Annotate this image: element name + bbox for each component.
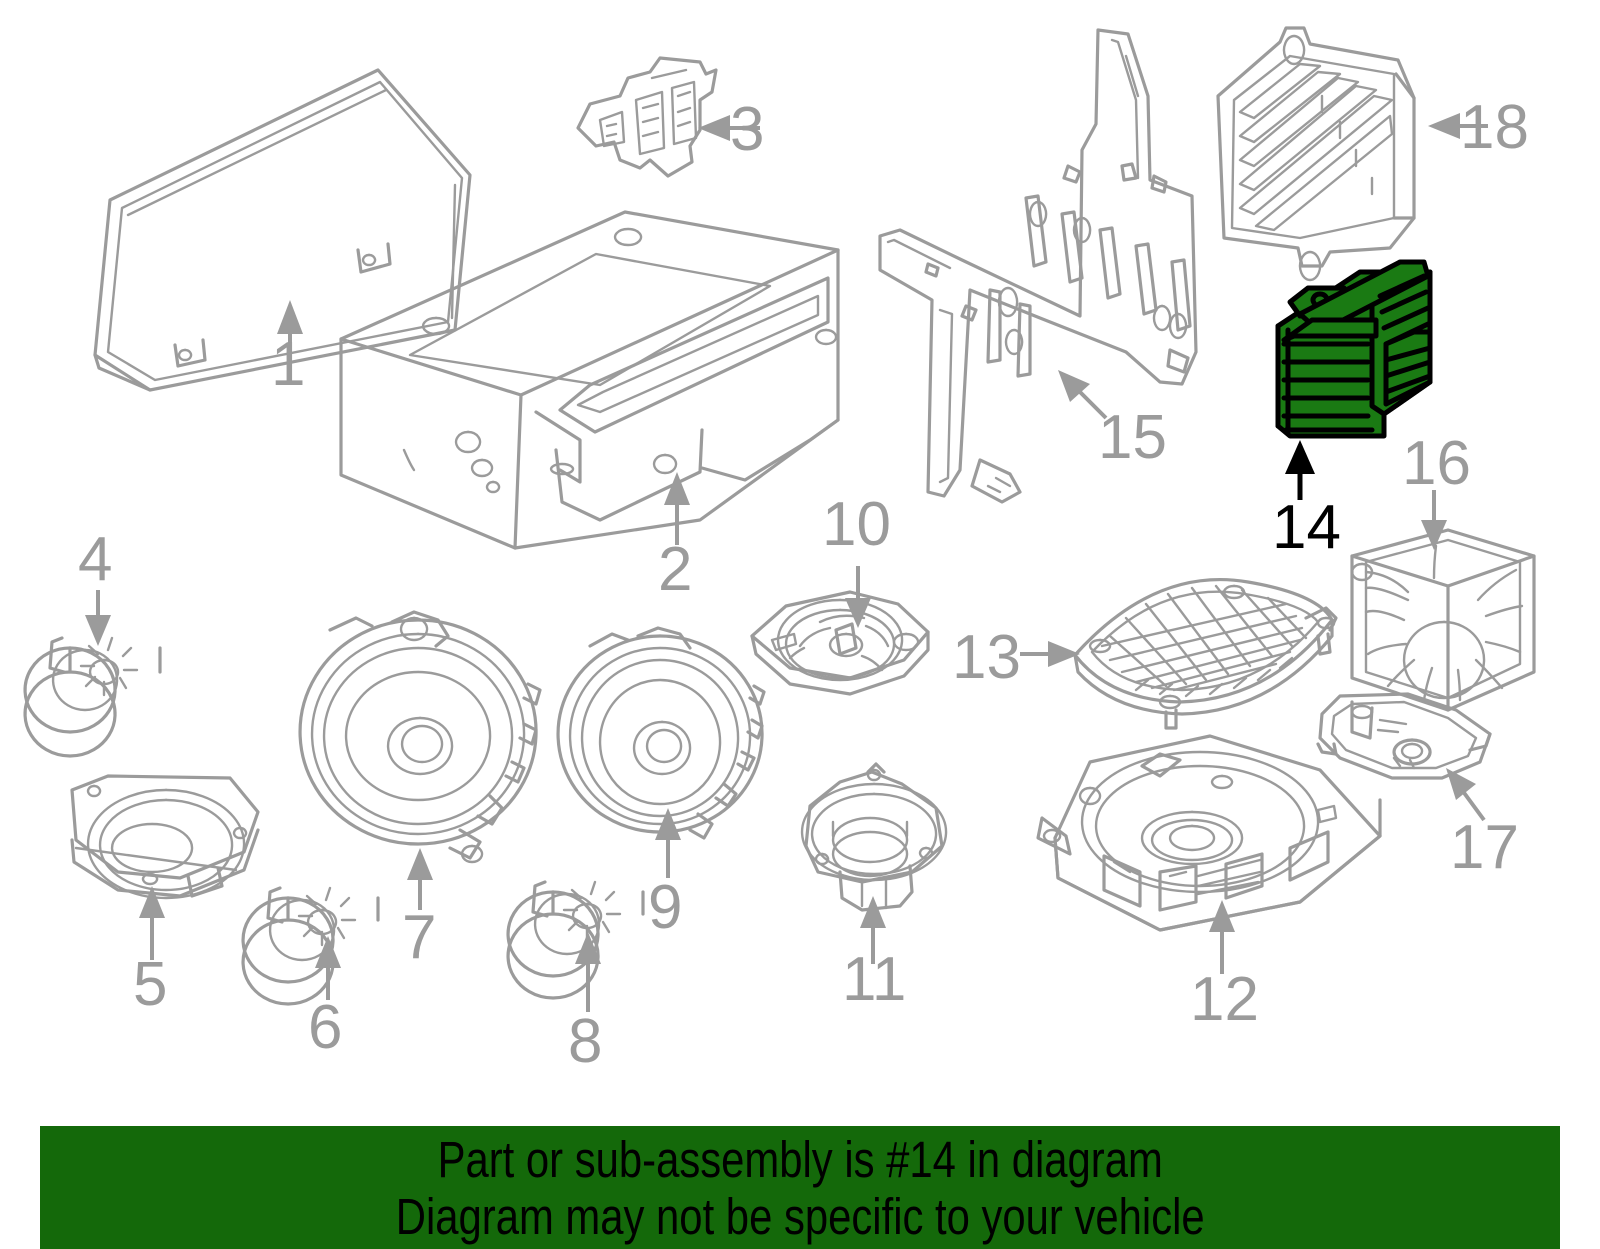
callout-15-label: 15 — [1098, 403, 1167, 472]
part-9-woofer — [556, 626, 766, 840]
callout-2-label: 2 — [658, 535, 692, 604]
part-15-mounting-bracket — [878, 28, 1198, 504]
part-12-subwoofer — [1036, 734, 1382, 932]
callout-13: 13 — [952, 623, 1080, 692]
part-4-tweeter — [23, 636, 162, 758]
part-17-trim-bracket — [1316, 692, 1492, 780]
callout-1-label: 1 — [271, 330, 305, 399]
part-2-head-unit — [339, 210, 840, 550]
part-18-control-module — [1216, 26, 1416, 282]
part-11-midrange — [800, 762, 948, 912]
info-banner: Part or sub-assembly is #14 in diagram D… — [40, 1126, 1560, 1249]
callout-18-label: 18 — [1460, 93, 1529, 162]
callout-8: 8 — [568, 932, 602, 1076]
callout-3-label: 3 — [730, 95, 764, 164]
callout-4: 4 — [78, 525, 112, 646]
callout-3: 3 — [698, 95, 764, 164]
callout-10-label: 10 — [822, 490, 891, 559]
part-16-cooling-fan — [1350, 528, 1536, 712]
callout-14-highlighted: 14 — [1272, 440, 1341, 562]
callout-2: 2 — [658, 472, 692, 604]
banner-line-2: Diagram may not be specific to your vehi… — [395, 1187, 1205, 1245]
part-6-tweeter — [241, 886, 380, 1006]
callout-1: 1 — [271, 300, 305, 399]
callout-11: 11 — [842, 896, 906, 1014]
callout-10: 10 — [822, 490, 891, 628]
callout-9: 9 — [648, 808, 682, 942]
callout-16-label: 16 — [1402, 429, 1471, 498]
part-5-midrange-speaker — [70, 774, 260, 900]
part-1-display-screen — [93, 68, 472, 392]
part-3-connector — [576, 56, 718, 178]
callout-7: 7 — [402, 848, 436, 972]
part-10-small-midrange — [750, 590, 930, 696]
callout-17: 17 — [1446, 768, 1519, 882]
part-8-tweeter — [506, 880, 645, 1000]
exploded-parts-diagram: 1 2 — [23, 26, 1536, 1076]
callout-5-label: 5 — [133, 950, 167, 1019]
callout-5: 5 — [133, 886, 167, 1019]
callout-15: 15 — [1058, 370, 1167, 472]
callout-7-label: 7 — [402, 903, 436, 972]
callout-9-label: 9 — [648, 873, 682, 942]
callout-6-label: 6 — [308, 993, 342, 1062]
callout-18: 18 — [1428, 93, 1529, 162]
callout-4-label: 4 — [78, 525, 112, 594]
callout-12-label: 12 — [1190, 965, 1259, 1034]
callout-12: 12 — [1190, 900, 1259, 1034]
callout-14-label: 14 — [1272, 493, 1341, 562]
part-7-woofer — [298, 610, 542, 864]
part-14-amplifier-module-highlighted — [1275, 259, 1433, 439]
banner-line-1: Part or sub-assembly is #14 in diagram — [437, 1130, 1163, 1188]
part-13-speaker-grille — [1073, 578, 1338, 730]
callout-16: 16 — [1402, 429, 1471, 550]
callout-6: 6 — [308, 936, 342, 1062]
callout-11-label: 11 — [842, 945, 906, 1014]
callout-17-label: 17 — [1450, 813, 1519, 882]
callout-8-label: 8 — [568, 1007, 602, 1076]
callout-13-label: 13 — [952, 623, 1021, 692]
